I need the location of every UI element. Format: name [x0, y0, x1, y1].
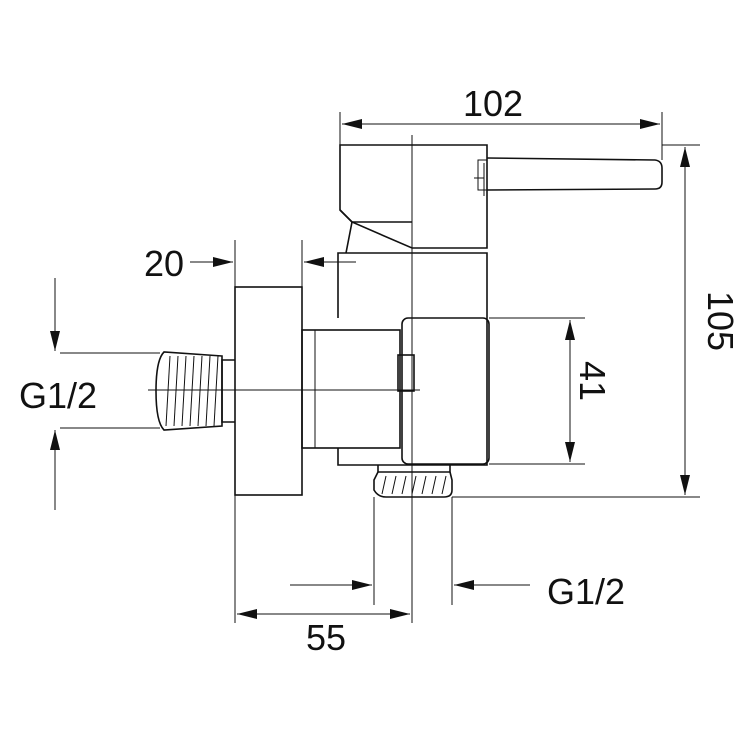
rear-body-block [337, 252, 488, 466]
inlet-thread [155, 351, 235, 431]
dimension-inlet-thread: G1/2 [19, 278, 97, 510]
main-body-block [401, 317, 490, 465]
dimension-label-102: 102 [463, 83, 523, 124]
lever-hub [477, 159, 488, 191]
dimension-label-20: 20 [144, 243, 184, 284]
center-lines [148, 135, 485, 623]
dimension-102: 102 [342, 83, 660, 129]
dimension-label-outlet-thread: G1/2 [547, 571, 625, 612]
flange-collar [301, 329, 401, 449]
dimension-outlet-thread: G1/2 [290, 571, 625, 612]
dimension-105: 105 [680, 147, 741, 495]
dimension-label-41: 41 [572, 361, 613, 401]
cartridge-neck [345, 221, 412, 254]
handle-cap [339, 144, 488, 249]
dimension-label-inlet-thread: G1/2 [19, 375, 97, 416]
valve-body [234, 144, 663, 496]
lever-handle [486, 157, 663, 191]
extension-lines [60, 112, 700, 623]
outlet-thread [373, 465, 453, 498]
wall-flange [234, 286, 303, 496]
dimension-20: 20 [144, 243, 356, 284]
dimension-label-55: 55 [306, 617, 346, 658]
dimension-41: 41 [565, 320, 613, 462]
collar-inner-ring [397, 354, 415, 392]
dimension-label-105: 105 [700, 291, 741, 351]
dimension-55: 55 [237, 609, 410, 658]
